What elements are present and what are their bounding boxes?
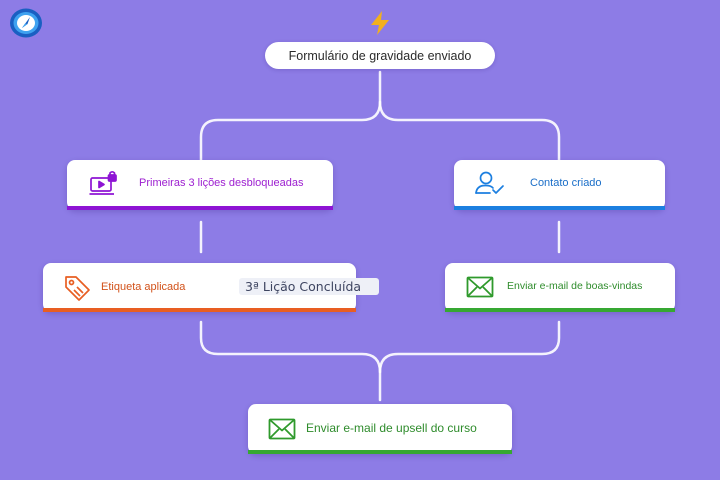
- node-upsell-accent-bar: [248, 450, 512, 454]
- envelope-icon: [466, 276, 494, 298]
- node-tag-accent-bar: [43, 308, 356, 312]
- lightning-bolt-icon: [371, 11, 389, 35]
- compass-logo-icon[interactable]: [8, 6, 44, 39]
- node-contact-label: Contato criado: [530, 177, 602, 189]
- node-welcome-accent-bar: [445, 308, 675, 312]
- trigger-form-submitted[interactable]: Formulário de gravidade enviado: [265, 42, 495, 69]
- node-welcome-label: Enviar e-mail de boas-vindas: [507, 280, 643, 292]
- tag-icon: [65, 276, 90, 301]
- node-tag-label: Etiqueta aplicada: [101, 281, 186, 293]
- node-tag-applied[interactable]: Etiqueta aplicada 3ª Lição Concluída: [43, 263, 379, 312]
- node-lessons-label: Primeiras 3 lições desbloqueadas: [139, 177, 304, 189]
- node-contact-created[interactable]: Contato criado: [454, 160, 665, 210]
- node-lessons-unlocked[interactable]: Primeiras 3 lições desbloqueadas: [67, 160, 333, 210]
- video-lock-icon: [89, 170, 117, 195]
- node-welcome-email[interactable]: Enviar e-mail de boas-vindas: [445, 263, 675, 312]
- node-upsell-label: Enviar e-mail de upsell do curso: [306, 421, 477, 435]
- node-lessons-accent-bar: [67, 206, 333, 210]
- node-contact-accent-bar: [454, 206, 665, 210]
- tag-value-chip[interactable]: 3ª Lição Concluída: [239, 278, 379, 295]
- envelope-icon: [268, 418, 296, 440]
- user-check-icon: [475, 171, 504, 194]
- trigger-label: Formulário de gravidade enviado: [288, 48, 472, 63]
- node-upsell-email[interactable]: Enviar e-mail de upsell do curso: [248, 404, 512, 454]
